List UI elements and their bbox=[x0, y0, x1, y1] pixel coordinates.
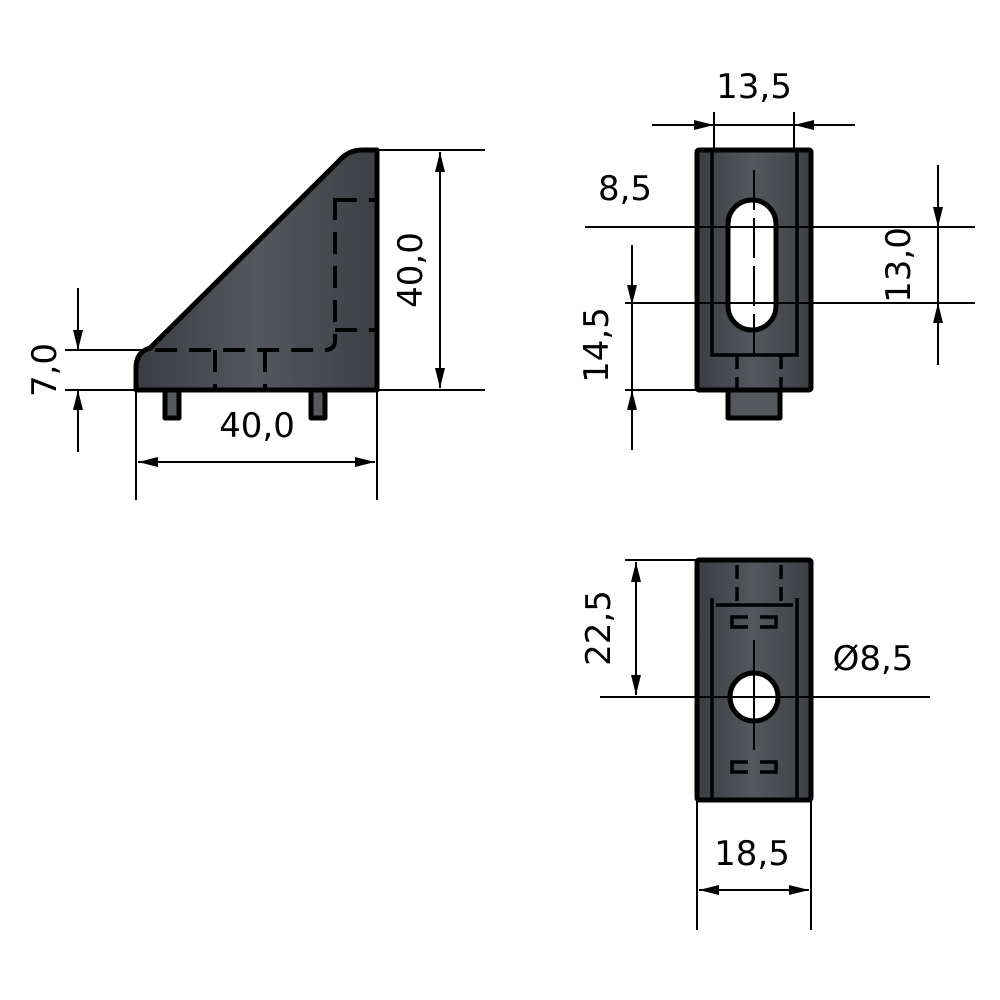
height-dimension-label: 40,0 bbox=[391, 232, 431, 308]
stem bbox=[725, 387, 783, 421]
top-width-label: 13,5 bbox=[716, 67, 792, 107]
bracket-side-outline bbox=[133, 147, 380, 393]
top-view: 13,5 8,5 13,0 14,5 bbox=[577, 67, 975, 450]
hole-diameter-label: Ø8,5 bbox=[833, 639, 914, 679]
offset-label: 14,5 bbox=[577, 307, 617, 383]
bottom-view: 22,5 Ø8,5 18,5 bbox=[579, 557, 930, 930]
width-dimension-label: 40,0 bbox=[219, 406, 295, 446]
bottom-width-label: 18,5 bbox=[714, 834, 790, 874]
slot-length-label: 13,0 bbox=[879, 227, 919, 303]
slot-width-label: 8,5 bbox=[598, 169, 652, 209]
pin-left bbox=[162, 387, 182, 421]
side-view: 40,0 7,0 40,0 bbox=[25, 147, 485, 500]
foot-dimension-label: 7,0 bbox=[25, 343, 65, 397]
pin-right bbox=[308, 387, 328, 421]
bottom-offset-label: 22,5 bbox=[579, 590, 619, 666]
slot bbox=[725, 197, 779, 333]
